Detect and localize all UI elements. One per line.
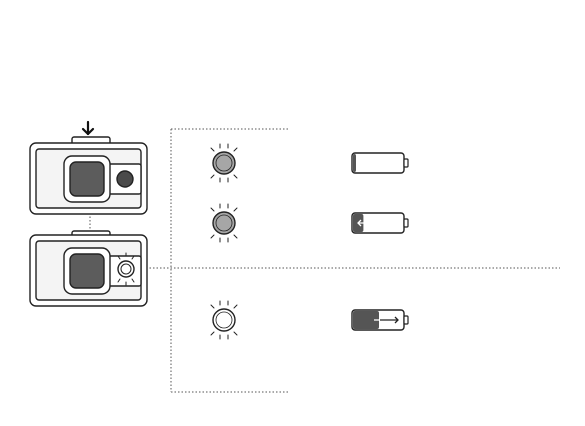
led-ray: [211, 332, 214, 335]
battery-terminal: [404, 159, 408, 167]
battery-fill: [353, 154, 356, 172]
led-ray: [211, 148, 214, 151]
led-lit-core: [121, 264, 131, 274]
state-row: [211, 204, 408, 242]
blinking-led-icon: [211, 301, 237, 339]
screen: [70, 162, 104, 196]
guide-lines: [90, 129, 560, 392]
screen: [70, 254, 104, 288]
state-row: [211, 301, 408, 339]
led-button-dark: [117, 171, 133, 187]
arrow-down-icon: [83, 122, 93, 134]
led-ray: [234, 305, 237, 308]
state-rows: [211, 144, 408, 339]
device-bottom: [30, 231, 147, 306]
battery-icon: [352, 213, 408, 233]
led-ray: [234, 332, 237, 335]
led-ray: [234, 148, 237, 151]
led-ray: [234, 175, 237, 178]
device-top: [30, 137, 147, 214]
battery-terminal: [404, 219, 408, 227]
led-ray: [234, 235, 237, 238]
led-ray: [211, 235, 214, 238]
battery-body: [352, 153, 404, 173]
state-row: [211, 144, 408, 182]
led-ray: [234, 208, 237, 211]
led-ray: [211, 208, 214, 211]
led-ray: [211, 305, 214, 308]
battery-icon: [352, 153, 408, 173]
battery-icon: [352, 310, 408, 330]
blinking-led-icon: [211, 144, 237, 182]
led-ray: [211, 175, 214, 178]
blinking-led-icon: [211, 204, 237, 242]
battery-terminal: [404, 316, 408, 324]
